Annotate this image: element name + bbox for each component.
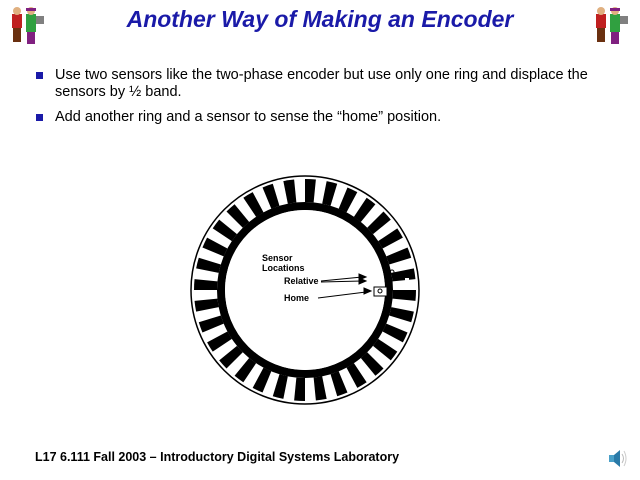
encoder-spoke [392,290,416,301]
label-home: Home [284,293,309,303]
encoder-spoke [283,179,297,204]
label-locations: Locations [262,263,305,273]
label-relative: Relative [284,276,319,286]
encoder-spoke [234,358,257,383]
encoder-spoke [198,315,224,333]
encoder-spoke [252,367,272,393]
encoder-inner-ring [217,202,393,378]
encoder-spoke [207,331,232,352]
encoder-spoke [243,192,264,217]
relative-sensor-1 [389,269,395,275]
home-sensor [373,286,388,297]
arrowhead [363,287,373,295]
bullet-list: Use two sensors like the two-phase encod… [32,67,632,134]
encoder-spoke [367,211,391,235]
bullet-square-icon [36,72,43,79]
encoder-spoke [194,298,219,312]
encoder-spoke [196,257,221,273]
relative-arrow-2 [320,280,363,283]
people-clipart-icon [596,7,628,44]
bullet-item: Use two sensors like the two-phase encod… [32,67,632,101]
encoder-ring [190,175,420,405]
encoder-spoke [386,247,412,265]
bullet-text: Add another ring and a sensor to sense t… [55,109,442,125]
label-sensor: Sensor [262,253,293,263]
speaker-icon[interactable] [606,448,628,470]
encoder-spoke [346,363,367,388]
encoder-spoke [294,377,305,401]
bullet-item: Add another ring and a sensor to sense t… [32,109,632,126]
home-arrow [317,291,367,299]
encoder-spoke [202,237,228,257]
encoder-spoke [389,307,414,323]
encoder-spoke [382,323,408,343]
encoder-spoke [219,345,243,369]
relative-sensor-2 [405,278,409,282]
footer-text: L17 6.111 Fall 2003 – Introductory Digit… [35,450,400,464]
encoder-spoke [322,181,338,206]
encoder-spoke [262,183,280,209]
encoder-spoke [305,179,316,203]
bullet-text: Use two sensors like the two-phase encod… [55,67,588,100]
home-sensor-dot [377,288,383,294]
encoder-spoke [226,204,250,228]
encoder-spoke [330,371,348,397]
slide-title: Another Way of Making an Encoder [126,6,514,32]
encoder-spoke [360,352,384,376]
encoder-center [225,210,385,370]
encoder-spoke [338,187,358,213]
people-clipart-icon [12,7,44,44]
encoder-spoke [194,279,218,290]
encoder-spoke [212,219,237,242]
encoder-spoke [373,338,398,361]
encoder-spoke [378,228,403,249]
encoder-spoke [353,197,376,222]
encoder-spoke [391,268,416,282]
encoder-spoke [272,374,288,399]
bullet-square-icon [36,114,43,121]
relative-arrow-1 [320,276,363,282]
encoder-spoke [313,376,327,401]
arrowhead [358,277,368,285]
